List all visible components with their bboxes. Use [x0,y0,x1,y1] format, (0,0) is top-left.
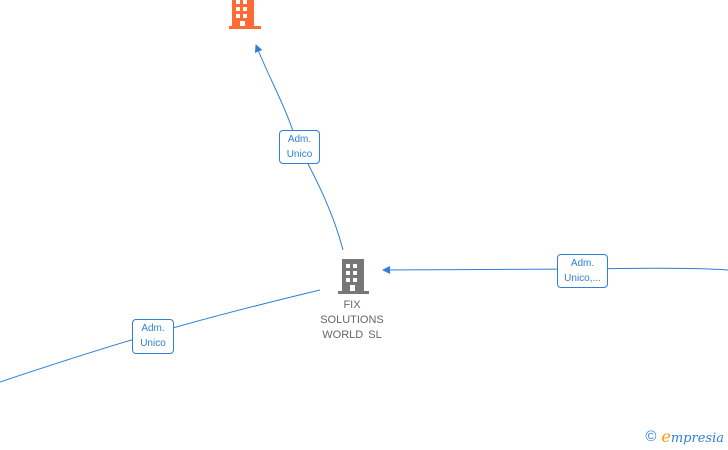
edge-label-top[interactable]: Adm. Unico [279,130,320,164]
edge-label-line: Unico [140,338,166,349]
watermark: © empresia [645,427,724,446]
building-icon-top[interactable] [229,0,261,29]
brand-name: mpresia [670,431,724,446]
edge-label-line: Unico,... [564,273,601,284]
brand-initial: e [661,427,671,446]
edge-label-line: Unico [286,149,313,160]
edge-label-left[interactable]: Adm. Unico [132,319,174,354]
brand-logo: empresia [661,427,724,446]
edge-label-line: Adm. [141,323,165,334]
edge-label-right[interactable]: Adm. Unico,... [557,254,608,288]
company-label-line: FIX [343,299,361,311]
building-icon-main[interactable] [338,259,369,294]
copyright-icon: © [645,428,657,445]
company-label-line: WORLD SL [322,329,382,341]
company-label-line: SOLUTIONS [320,314,384,326]
edge-label-line: Adm. [570,258,595,269]
company-label-main[interactable]: FIX SOLUTIONS WORLD SL [306,298,398,343]
edge-line-right [382,265,728,274]
edge-label-line: Adm. [287,134,312,145]
